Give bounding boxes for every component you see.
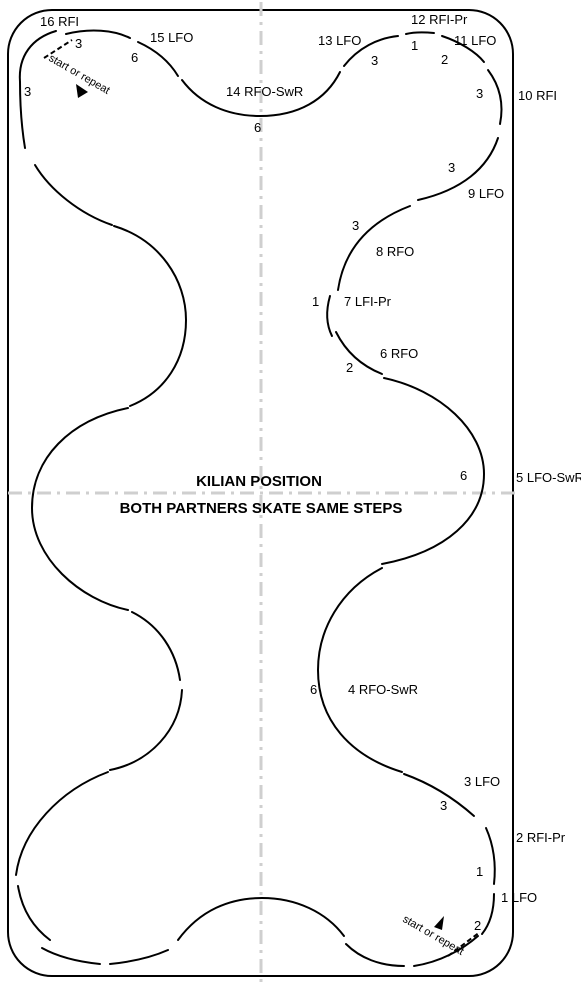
step-16-arc-2 (19, 81, 26, 149)
step-10-arc (487, 69, 503, 125)
step-14-arc (181, 71, 341, 118)
beat-count: 2 (474, 918, 481, 933)
step-label-7: 7 LFI-Pr (344, 294, 392, 309)
step-label-15: 15 LFO (150, 30, 193, 45)
beat-count: 3 (352, 218, 359, 233)
left-lobe-low-a (131, 611, 181, 681)
beat-count: 6 (310, 682, 317, 697)
step-15-arc (65, 29, 131, 39)
step-label-8: 8 RFO (376, 244, 414, 259)
step-8-arc (337, 205, 411, 291)
start-line-bottom (447, 931, 481, 957)
step-16-arc (18, 30, 57, 83)
step-label-3: 3 LFO (464, 774, 500, 789)
step-label-10: 10 RFI (518, 88, 557, 103)
step-label-4: 4 RFO-SwR (348, 682, 418, 697)
step-7-arc (326, 295, 333, 337)
beat-count: 2 (441, 52, 448, 67)
start-line-top (43, 39, 73, 59)
beat-count: 3 (440, 798, 447, 813)
beat-count: 1 (312, 294, 319, 309)
step-15-arc-2 (137, 41, 179, 77)
step-13-arc (343, 35, 399, 67)
beat-count: 6 (460, 468, 467, 483)
step-label-9: 9 LFO (468, 186, 504, 201)
step-label-5: 5 LFO-SwR (516, 470, 581, 485)
left-lobe-bot-b (17, 885, 51, 941)
beat-count: 6 (131, 50, 138, 65)
step-1-arc (481, 893, 495, 935)
step-label-11: 11 LFO (454, 33, 496, 48)
left-lobe-top-b (113, 225, 188, 407)
step-label-6: 6 RFO (380, 346, 418, 361)
beat-count: 3 (476, 86, 483, 101)
beat-count: 3 (448, 160, 455, 175)
left-lobe-bot-a (15, 771, 109, 876)
right-lobe-bot-a (345, 943, 405, 967)
beat-count: 3 (75, 36, 82, 51)
step-label-13: 13 LFO (318, 33, 361, 48)
step-5-arc (381, 377, 486, 565)
step-6-arc (335, 331, 383, 375)
left-lobe-bot-c (41, 947, 101, 965)
left-lobe-bot-d (109, 949, 169, 965)
beat-count: 3 (371, 53, 378, 68)
left-lobe-mid (30, 407, 129, 611)
left-lobe-top-a (34, 164, 113, 226)
step-12-arc (405, 31, 435, 35)
step-9-arc (417, 137, 499, 201)
step-2-arc (485, 827, 496, 885)
title-line-1: KILIAN POSITION (196, 473, 322, 490)
step-3-arc (403, 773, 475, 817)
start-arrow-top-icon (76, 84, 88, 98)
step-4-arc (316, 567, 403, 773)
beat-count: 6 (254, 120, 261, 135)
step-label-2: 2 RFI-Pr (516, 830, 566, 845)
step-label-14: 14 RFO-SwR (226, 84, 303, 99)
left-lobe-low-b (109, 689, 183, 771)
start-text-bottom: start or repeat (401, 913, 466, 958)
beat-count: 1 (476, 864, 483, 879)
step-label-1: 1 LFO (501, 890, 537, 905)
step-label-12: 12 RFI-Pr (411, 12, 468, 27)
beat-count: 2 (346, 360, 353, 375)
bottom-lobe (177, 896, 345, 941)
start-arrow-bottom-icon (434, 916, 444, 930)
title-line-2: BOTH PARTNERS SKATE SAME STEPS (120, 500, 403, 517)
beat-count: 1 (411, 38, 418, 53)
beat-count: 3 (24, 84, 31, 99)
step-label-16: 16 RFI (40, 14, 79, 29)
step-11-arc (441, 35, 485, 63)
